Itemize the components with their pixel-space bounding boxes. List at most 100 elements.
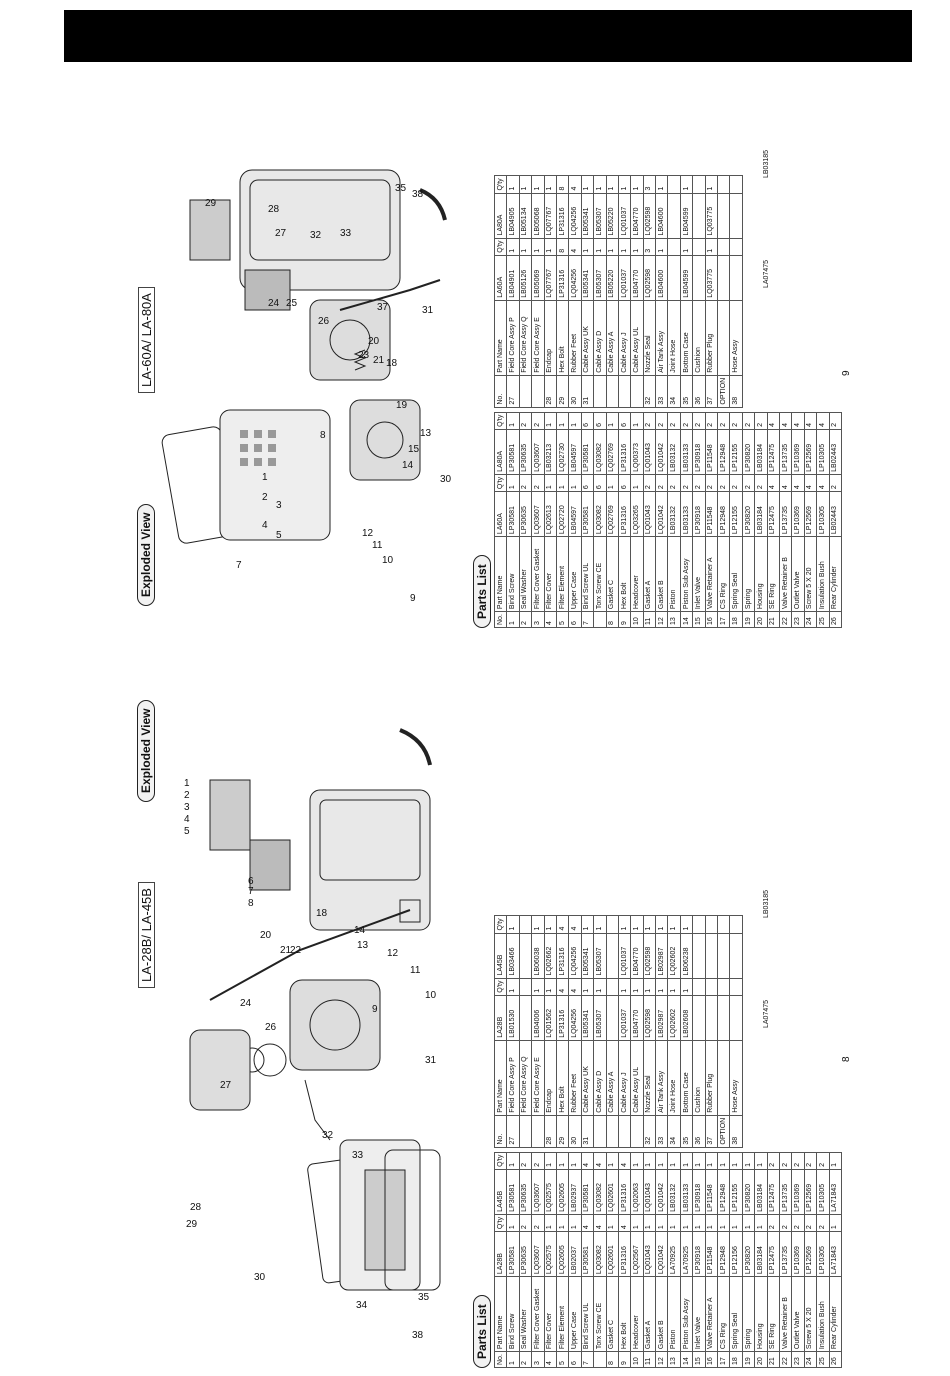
col-qty-b: Q'ty (494, 1152, 507, 1170)
table-cell: 25 (816, 611, 830, 628)
table-cell: LB03133 (680, 491, 693, 537)
table-cell: 1 (568, 1214, 582, 1232)
table-cell: 1 (581, 915, 594, 934)
table-cell: Hex Bolt (556, 300, 569, 376)
table-cell: Gasket A (643, 1276, 656, 1352)
table-cell: 11 (643, 1351, 656, 1368)
table-cell: 36 (692, 1115, 706, 1148)
table-cell (729, 193, 743, 239)
table-cell: 1 (519, 238, 532, 256)
table-cell: 26 (829, 1351, 842, 1368)
table-cell: Field Core Assy Q (519, 300, 532, 376)
table-cell: 33 (655, 1115, 668, 1148)
table-cell: Cable Assy UL (630, 1040, 644, 1116)
table-cell: 2 (804, 1152, 817, 1170)
callout: 31 (422, 305, 434, 316)
table-cell: Upper Case (568, 1276, 582, 1352)
table-cell: 2 (531, 474, 545, 492)
table-cell: Bind Screw (506, 1276, 520, 1352)
table-cell: 2 (816, 1152, 830, 1170)
table-cell: Upper Case (568, 536, 582, 612)
table-header-row: No. Part Name LA28B Q'ty LA45B Q'ty (494, 1152, 507, 1368)
col-model-b: LA80A (494, 429, 507, 475)
table-cell: LB05307 (593, 933, 607, 979)
callout: 18 (316, 908, 328, 919)
callout: 13 (420, 428, 432, 439)
right-page-number-block: 9 (836, 370, 854, 376)
table-cell: LB02987 (655, 995, 668, 1041)
table-cell: 1 (506, 175, 520, 194)
table-cell: Valve Retainer B (779, 1276, 792, 1352)
table-cell: 1 (593, 175, 607, 194)
table-cell (593, 375, 607, 408)
table-cell: LQ02602 (667, 933, 681, 979)
table-cell: Bind Screw UL (581, 1276, 594, 1352)
table-cell: 1 (643, 1214, 656, 1232)
table-cell: 1 (556, 474, 569, 492)
table-cell: LQ07767 (544, 193, 557, 239)
table-cell (618, 375, 631, 408)
table-cell: 34 (667, 1115, 681, 1148)
table-cell: LP30581 (581, 429, 594, 475)
table-cell: LP30918 (692, 1231, 706, 1277)
table-cell (717, 175, 730, 194)
table-cell: 13 (667, 611, 681, 628)
table-cell: Insulation Bush (816, 536, 830, 612)
table-cell: Filter Cover (544, 1276, 557, 1352)
table-cell: LQ04256 (568, 193, 582, 239)
table-cell: Gasket B (655, 1276, 668, 1352)
table-cell: LB02608 (680, 995, 693, 1041)
table-cell: Filter Cover (544, 536, 557, 612)
table-cell: LQ02601 (606, 1231, 619, 1277)
table-cell: 2 (754, 474, 768, 492)
table-cell: LB03133 (680, 1169, 693, 1215)
table-cell: LB05069 (531, 255, 545, 301)
table-cell: 1 (692, 1152, 706, 1170)
table-cell: LA70925 (667, 1231, 681, 1277)
table-cell: Spring (742, 536, 755, 612)
callout: 38 (412, 189, 424, 200)
table-cell: 2 (519, 1152, 532, 1170)
table-cell: 1 (630, 238, 644, 256)
table-cell: LP12475 (767, 491, 780, 537)
table-cell: 13 (667, 1351, 681, 1368)
table-cell: LQ04256 (568, 933, 582, 979)
table-cell: 1 (556, 1214, 569, 1232)
table-cell: Field Core Assy P (506, 300, 520, 376)
table-cell: 2 (779, 1152, 792, 1170)
table-cell (717, 995, 730, 1041)
callout: 14 (402, 460, 414, 471)
table-cell: 2 (667, 412, 681, 430)
table-cell: Joint Hose (667, 300, 681, 376)
table-cell: Screw 5 X 20 (804, 536, 817, 612)
callout: 9 (372, 1004, 378, 1015)
table-cell: 2 (692, 412, 706, 430)
callout: 7 (236, 560, 242, 571)
callout: 2 (262, 492, 268, 503)
table-cell: LP30581 (506, 429, 520, 475)
table-cell: 29 (556, 1115, 569, 1148)
table-cell: LB06038 (531, 933, 545, 979)
table-cell: 1 (568, 1152, 582, 1170)
table-cell (692, 915, 706, 934)
table-cell: LP31316 (556, 995, 569, 1041)
table-cell: LB04770 (630, 995, 644, 1041)
table-cell: Cable Assy A (606, 1040, 619, 1116)
table-cell: Spring Seal (729, 1276, 743, 1352)
table-cell: 3 (643, 175, 656, 194)
table-cell: 1 (544, 1152, 557, 1170)
table-cell: 1 (692, 1214, 706, 1232)
col-part-name: Part Name (494, 536, 507, 612)
col-qty-a: Q'ty (494, 474, 507, 492)
table-cell: LB04600 (655, 255, 668, 301)
table-cell: LP10369 (791, 1231, 805, 1277)
table-cell: 1 (667, 1214, 681, 1232)
